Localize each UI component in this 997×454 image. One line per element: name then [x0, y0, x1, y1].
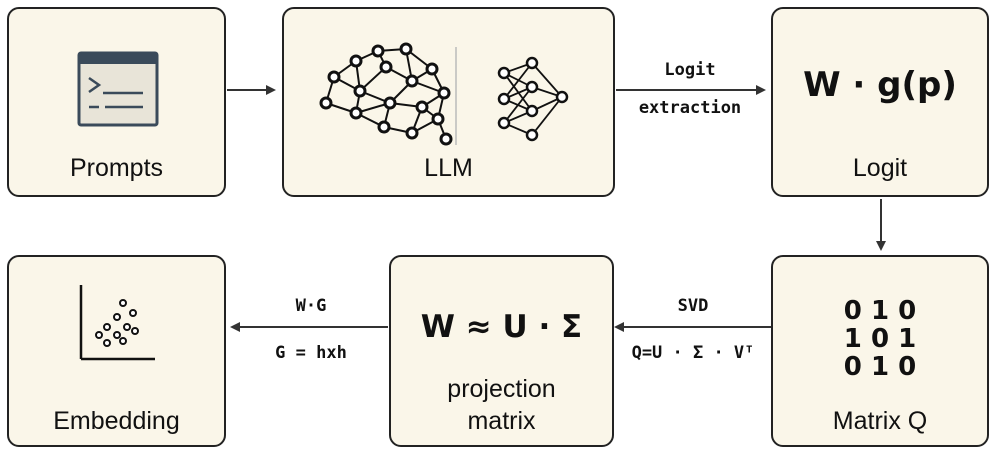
projection-matrix-node: W ≈ U · Σ projection matrix [389, 255, 614, 447]
svd-formula: W ≈ U · Σ [420, 309, 583, 345]
llm-label: LLM [424, 154, 473, 182]
logit-label: Logit [852, 154, 908, 182]
logit-node: W · g(p) Logit [771, 7, 989, 197]
logit-formula: W · g(p) [803, 65, 957, 105]
edge-label-svd-line2: Q=U · Σ · Vᵀ [631, 343, 755, 363]
embedding-label: Embedding [53, 407, 180, 435]
scatter-plot-icon [79, 285, 155, 361]
edge-label-logit-extraction-line1: Logit [664, 60, 716, 80]
prompts-label: Prompts [69, 154, 164, 182]
embedding-node: Embedding [7, 255, 226, 447]
projection-label-line2: matrix [467, 407, 536, 435]
prompts-node: Prompts [7, 7, 226, 197]
projection-label-line1: projection [447, 375, 556, 403]
edge-label-logit-extraction-line2: extraction [638, 98, 742, 118]
matrix-q-node: 0 1 0 1 0 1 0 1 0 Matrix Q [771, 255, 989, 447]
binary-row: 0 1 0 [843, 352, 917, 382]
llm-node: LLM [282, 7, 615, 197]
binary-row: 0 1 0 [843, 296, 917, 326]
terminal-window-icon [77, 51, 159, 127]
edge-label-wg-line2: G = hxh [275, 343, 347, 363]
binary-row: 1 0 1 [843, 324, 917, 354]
neural-network-icon [319, 42, 569, 146]
matrix-q-label: Matrix Q [832, 407, 928, 435]
edge-label-wg-line1: W·G [295, 296, 327, 316]
edge-label-svd-line1: SVD [677, 296, 709, 316]
